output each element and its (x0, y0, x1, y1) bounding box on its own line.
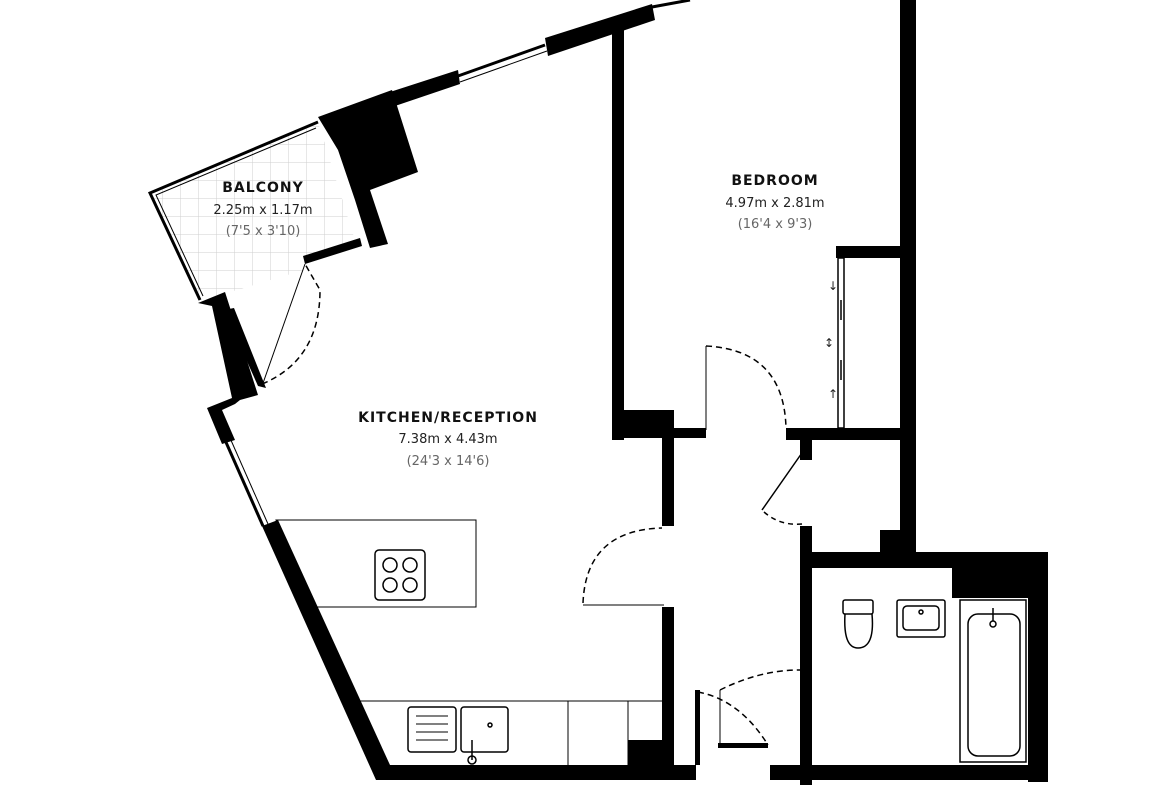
kitchen-metric: 7.38m x 4.43m (398, 432, 497, 447)
window-top-1 (457, 43, 546, 78)
hob-icon (374, 549, 426, 601)
wardrobe (837, 257, 845, 429)
sink-icon (407, 706, 509, 765)
walls (198, 0, 1048, 785)
window-left (223, 439, 265, 527)
bedroom-imperial: (16'4 x 9'3) (738, 217, 813, 232)
bedroom-name: BEDROOM (731, 173, 818, 189)
kitchen-island (275, 519, 477, 608)
door-swings (261, 263, 805, 746)
basin-icon (896, 599, 946, 638)
wardrobe-arrow-bottom: ↑ (828, 387, 838, 401)
window-left-inner (229, 437, 269, 525)
balcony-railing (147, 120, 319, 301)
kitchen-name: KITCHEN/RECEPTION (358, 410, 538, 426)
window-top-1-inner (459, 50, 548, 83)
kitchen-imperial: (24'3 x 14'6) (407, 454, 490, 469)
wardrobe-arrow-top: ↓ (828, 279, 838, 293)
toilet-icon (842, 599, 874, 649)
balcony-metric: 2.25m x 1.17m (213, 203, 312, 218)
balcony-imperial: (7'5 x 3'10) (226, 224, 301, 239)
bedroom-metric: 4.97m x 2.81m (725, 196, 824, 211)
balcony-name: BALCONY (222, 180, 303, 196)
kitchen-counter (358, 700, 664, 765)
balcony-railing-inner (155, 127, 317, 297)
window-top-2 (651, 0, 691, 9)
bathtub-icon (959, 599, 1027, 763)
balcony-floor (150, 122, 355, 296)
wardrobe-arrow-middle: ↕ (824, 336, 834, 350)
